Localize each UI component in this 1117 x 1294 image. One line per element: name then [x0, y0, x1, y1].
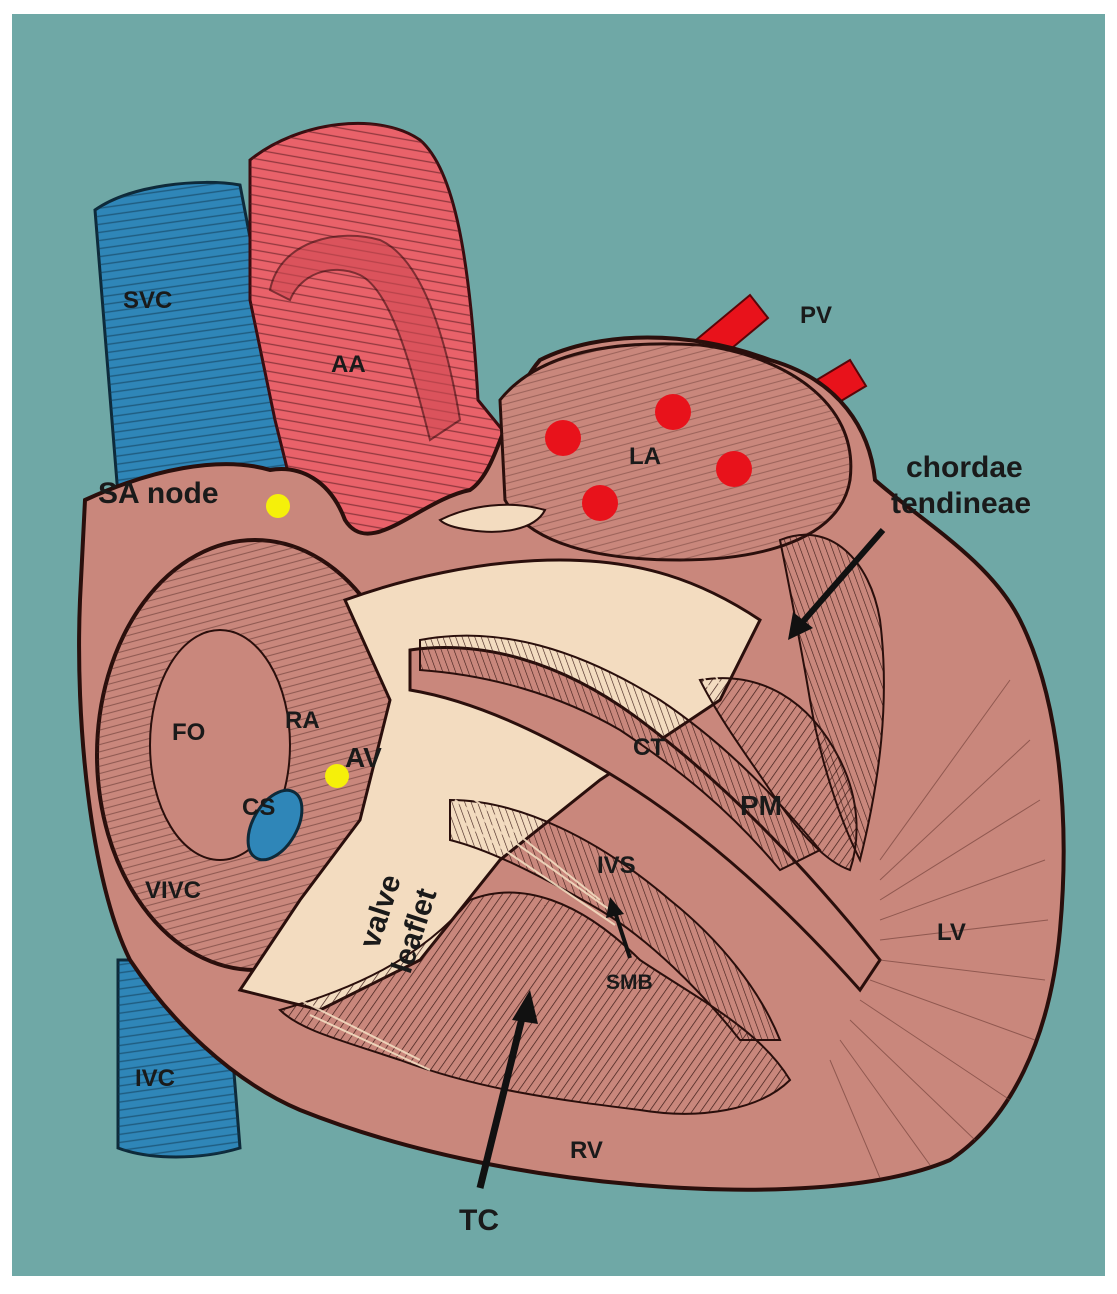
chordae-label-line2: tendineae [891, 487, 1031, 520]
ct-label: CT [633, 734, 665, 761]
pulmonary-vein-opening-3 [716, 451, 752, 487]
ivc-label: IVC [135, 1065, 175, 1092]
smb-arrow [606, 897, 632, 959]
coronary-sinus [246, 788, 304, 862]
tc-arrow [476, 990, 538, 1189]
vivc-label: VIVC [145, 877, 201, 904]
pulmonary-vein-opening-1 [545, 420, 581, 456]
la-label: LA [629, 443, 661, 470]
rv-label: RV [570, 1137, 603, 1164]
sa-node-dot [266, 494, 290, 518]
ivs-label: IVS [597, 852, 636, 879]
svc-label: SVC [123, 287, 172, 314]
chordae-label-line1: chordae [906, 451, 1023, 484]
av-node-dot [325, 764, 349, 788]
av-label: AV [345, 742, 382, 773]
pm-label: PM [740, 790, 782, 821]
pulmonary-vein-opening-2 [655, 394, 691, 430]
ra-label: RA [285, 707, 320, 734]
cs-label: CS [242, 794, 275, 821]
lv-label: LV [937, 919, 966, 946]
left-ventricle-striations [829, 679, 1049, 1179]
pv-label: PV [800, 302, 832, 329]
chordae-fibres [299, 599, 721, 1071]
sa-node-label: SA node [98, 477, 219, 510]
fossa-ovalis [149, 629, 291, 861]
aortic-valve-cusps [438, 503, 547, 533]
tc-label: TC [459, 1204, 499, 1237]
aortic-arch-lumen [268, 234, 462, 442]
aa-label: AA [331, 351, 366, 378]
right-ventricle-trabeculae [278, 891, 792, 1115]
chordae-arrow [788, 528, 886, 640]
pulmonary-vein-opening-4 [582, 485, 618, 521]
smb-label: SMB [606, 971, 653, 994]
fo-label: FO [172, 719, 205, 746]
